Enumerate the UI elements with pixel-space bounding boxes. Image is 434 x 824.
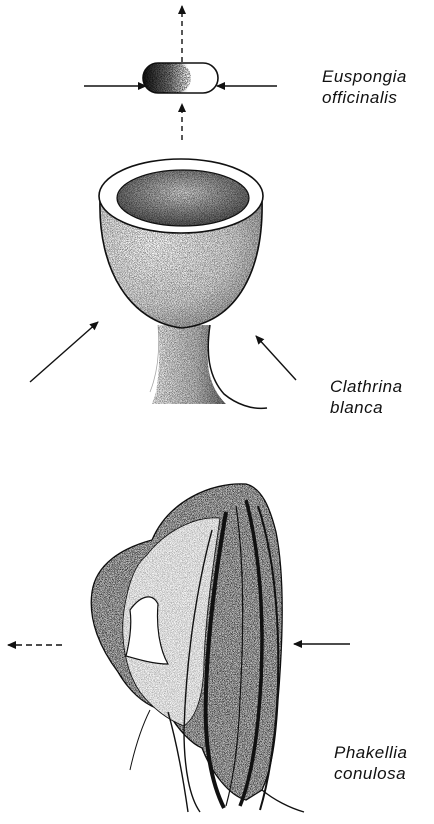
clathrina-epithet: blanca: [330, 397, 403, 418]
euspongia-genus: Euspongia: [322, 66, 407, 87]
euspongia-epithet: officinalis: [322, 87, 407, 108]
clathrina-arrow-left: [30, 322, 98, 382]
clathrina-arrow-right: [256, 336, 296, 380]
euspongia-specimen: [84, 6, 277, 140]
phakellia-genus: Phakellia: [334, 742, 408, 763]
phakellia-label: Phakellia conulosa: [334, 742, 408, 784]
phakellia-specimen: [8, 484, 350, 812]
clathrina-label: Clathrina blanca: [330, 376, 403, 418]
clathrina-genus: Clathrina: [330, 376, 403, 397]
phakellia-epithet: conulosa: [334, 763, 408, 784]
clathrina-specimen: [30, 159, 296, 408]
euspongia-label: Euspongia officinalis: [322, 66, 407, 108]
